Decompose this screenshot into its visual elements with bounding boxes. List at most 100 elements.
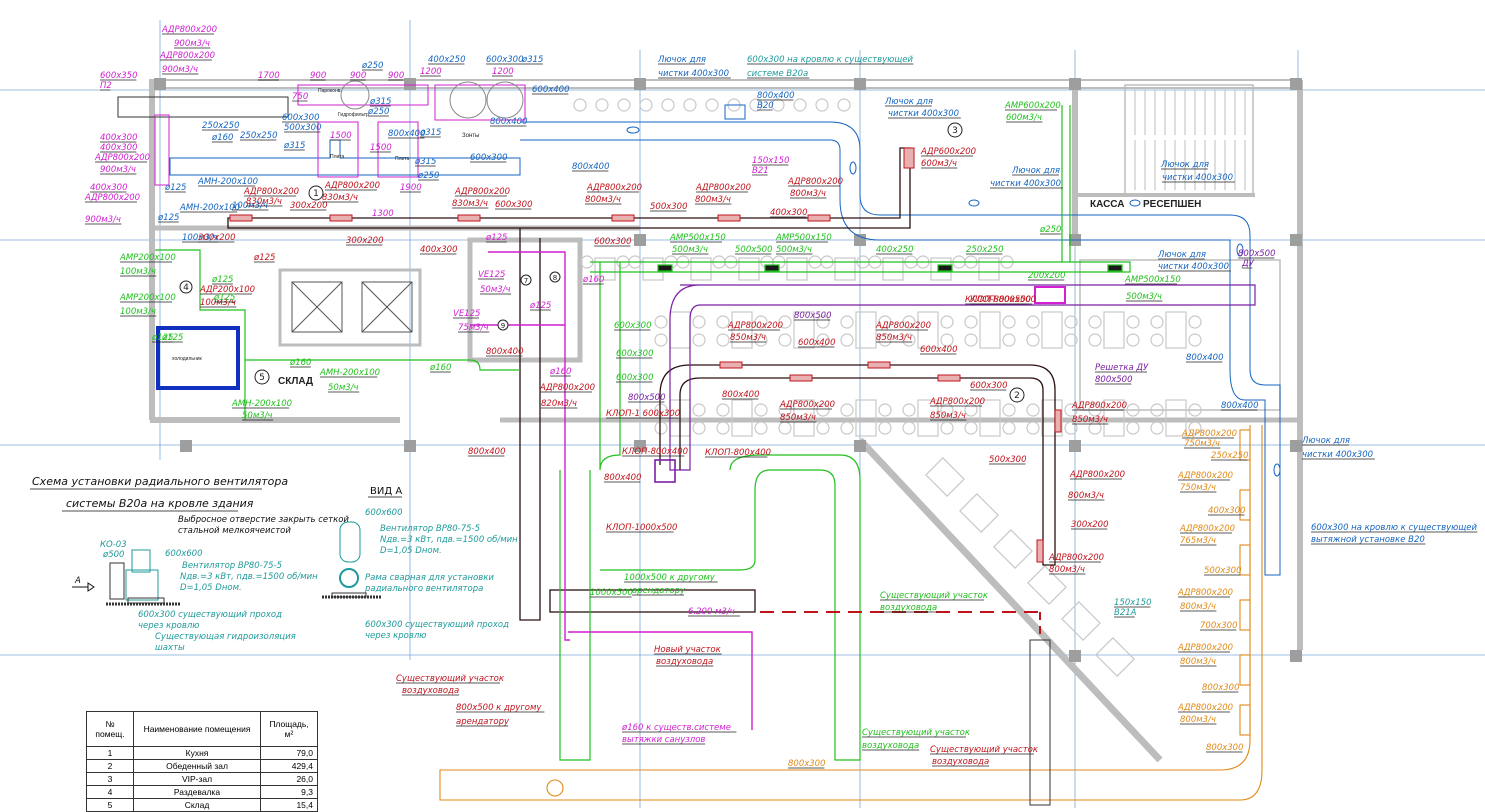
table-furniture bbox=[1103, 311, 1125, 349]
chair-furniture bbox=[778, 333, 792, 347]
booth-furniture bbox=[1027, 565, 1067, 605]
table-furniture bbox=[793, 311, 815, 349]
chair-furniture bbox=[754, 315, 768, 329]
chair-furniture bbox=[661, 98, 675, 112]
annotation-top-left: П2 bbox=[100, 81, 112, 91]
annotation-kitchen: 1200 bbox=[420, 67, 442, 77]
annotation-hall: АДР800х200 bbox=[1071, 401, 1127, 411]
header-area: Площадь, м² bbox=[260, 711, 318, 747]
annotation-blue-exhaust: чистки 400х300 bbox=[1162, 173, 1233, 183]
annotation-magenta-wc: ø160 bbox=[549, 367, 571, 377]
annotation-top-left: АДР800х200 bbox=[161, 25, 217, 35]
room-label-sklad: СКЛАД bbox=[278, 376, 313, 387]
supply-duct-green bbox=[155, 105, 1131, 761]
annotation-hall: 850м3/ч bbox=[876, 333, 912, 343]
annotation-kitchen: 500х300 bbox=[284, 123, 321, 133]
annotation-magenta-wc: В21 bbox=[752, 166, 769, 176]
chair-furniture bbox=[878, 421, 892, 435]
annotation-green: Существующий участок bbox=[880, 591, 989, 601]
annotation-kitchen: 900 bbox=[310, 71, 326, 81]
annotation-kitchen: ø315 bbox=[414, 157, 436, 167]
annotation-orange: 800х300 bbox=[1202, 683, 1239, 693]
chair-furniture bbox=[754, 333, 768, 347]
annotation-blue-exhaust: чистки 400х300 bbox=[1302, 450, 1373, 460]
cell-num: 2 bbox=[86, 759, 134, 773]
annotation-blue-exhaust: 800х400 bbox=[572, 162, 609, 172]
annotation-bottom: Существующий участок bbox=[396, 674, 505, 684]
annotation-magenta-wc: ø125 bbox=[529, 301, 551, 311]
cell-name: Кухня bbox=[133, 746, 261, 760]
annotation-green: АМР200х100 bbox=[119, 293, 176, 303]
annotation-hall: АДР800х200 bbox=[929, 397, 985, 407]
annotation-hall: АДР800х200 bbox=[779, 400, 835, 410]
fan-scheme-title-2: системы В20а на кровле здания bbox=[66, 497, 254, 510]
annotation-top-left: 900м3/ч bbox=[174, 39, 210, 49]
cold-room bbox=[156, 326, 240, 390]
annotation-supply-main: АДР800х200 bbox=[695, 183, 751, 193]
annotation-green: 250х250 bbox=[966, 245, 1003, 255]
chair-furniture bbox=[683, 98, 697, 112]
annotation-green: 600х300 bbox=[616, 349, 653, 359]
annotation-hall: КЛОП-1 600х300 bbox=[606, 409, 680, 419]
table-row: 3 VIP-зал 26,0 bbox=[86, 772, 318, 786]
table-furniture bbox=[1103, 399, 1125, 437]
existing-shaft bbox=[1029, 639, 1051, 806]
annotation-orange: АДР800х200 bbox=[1177, 588, 1233, 598]
chair-furniture bbox=[816, 315, 830, 329]
annotation-green: АМР600х200 bbox=[1004, 101, 1061, 111]
annotation-hall: 600х300 bbox=[970, 381, 1007, 391]
annotation-supply-main: 500х300 bbox=[650, 202, 687, 212]
chair-furniture bbox=[754, 421, 768, 435]
annotation-magenta-wc: ø160 bbox=[582, 275, 604, 285]
chair-furniture bbox=[617, 98, 631, 112]
annotation-kitchen: 600х300 bbox=[486, 55, 523, 65]
annotation-kitchen: 250х250 bbox=[202, 121, 239, 131]
annotation-supply-main: АДР800х200 bbox=[243, 187, 299, 197]
view-a-fan-3: D=1,05 Dном. bbox=[380, 546, 442, 556]
annotation-smoke: 800х500 bbox=[794, 311, 831, 321]
annotation-supply-main: ø125 bbox=[253, 253, 275, 263]
annotation-blue-exhaust: вытяжной установке В20 bbox=[1311, 535, 1425, 545]
annotation-supply-main: 830м3/ч bbox=[322, 193, 358, 203]
chair-furniture bbox=[692, 315, 706, 329]
annotation-supply-main: 830м3/ч bbox=[452, 199, 488, 209]
annotation-green: АМР500х150 bbox=[669, 233, 726, 243]
building-walls bbox=[149, 79, 1303, 763]
annotation-blue-exhaust: Лючок для bbox=[884, 97, 933, 107]
annotation-hall: КЛОП-800х400 bbox=[622, 447, 688, 457]
table-furniture bbox=[1041, 311, 1063, 349]
annotation-bottom: 800х500 к другому bbox=[456, 703, 542, 713]
annotation-kitchen: 100м3/ч bbox=[182, 233, 218, 243]
annotation-green: 1000х500 к другому bbox=[624, 573, 716, 583]
annotation-kitchen: ø315 bbox=[283, 141, 305, 151]
annotation-kitchen: 750 bbox=[292, 92, 308, 102]
chair-furniture bbox=[902, 315, 916, 329]
annotation-supply-main: АДР200х100 bbox=[199, 285, 255, 295]
annotation-orange: 500х300 bbox=[1204, 566, 1241, 576]
cell-num: 1 bbox=[86, 746, 134, 760]
svg-text:1: 1 bbox=[313, 189, 319, 199]
header-name: Наименование помещения bbox=[133, 711, 261, 747]
fan-scheme-ko: КО-03 bbox=[100, 540, 127, 550]
annotation-orange: 800м3/ч bbox=[1180, 657, 1216, 667]
annotation-kitchen: 400х250 bbox=[428, 55, 465, 65]
annotation-top-left: АДР800х200 bbox=[159, 51, 215, 61]
chair-furniture bbox=[573, 98, 587, 112]
annotation-top-left: 400х300 bbox=[100, 143, 137, 153]
annotation-hall: 300х200 bbox=[1071, 520, 1108, 530]
chair-furniture bbox=[1188, 421, 1202, 435]
annotation-green: 600х300 bbox=[616, 373, 653, 383]
annotation-kitchen: 800х400 bbox=[490, 117, 527, 127]
chair-furniture bbox=[692, 403, 706, 417]
annotation-orange: 250х250 bbox=[1211, 451, 1248, 461]
annotation-magenta-wc: ø160 к существ.системе bbox=[621, 723, 731, 733]
fan-scheme-waterproof-1: Существующая гидроизоляция bbox=[155, 632, 296, 642]
annotation-kitchen: ø160 bbox=[211, 133, 233, 143]
annotation-orange: АДР800х200 bbox=[1177, 703, 1233, 713]
annotation-supply-main: 800м3/ч bbox=[585, 195, 621, 205]
annotation-blue-exhaust: чистки 400х300 bbox=[1158, 262, 1229, 272]
table-furniture bbox=[855, 311, 877, 349]
annotation-orange: 750м3/ч bbox=[1180, 483, 1216, 493]
chair-furniture bbox=[793, 98, 807, 112]
annotation-kitchen: 1500 bbox=[370, 143, 392, 153]
